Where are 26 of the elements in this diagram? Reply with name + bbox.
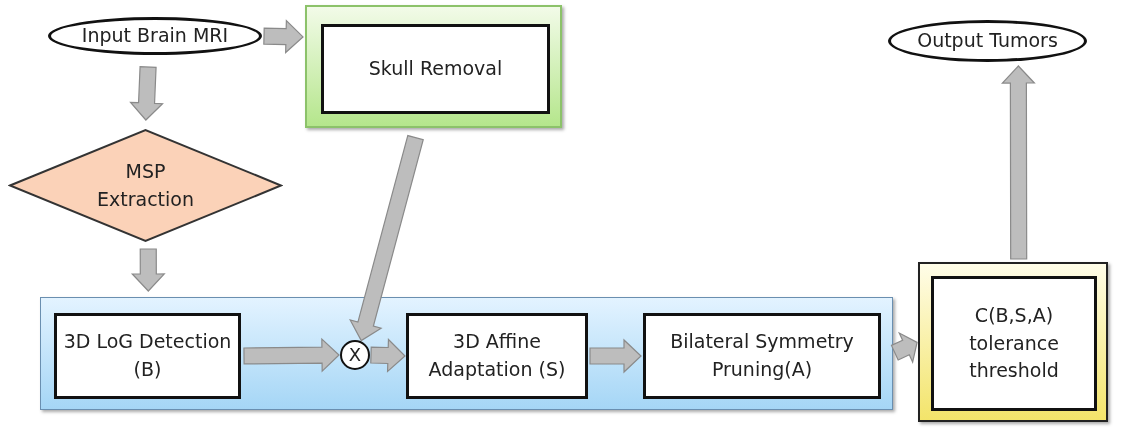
block-arrow bbox=[263, 19, 304, 54]
block-arrow bbox=[589, 338, 642, 374]
block-arrow bbox=[130, 248, 166, 292]
terminal-label: Input Brain MRI bbox=[81, 23, 229, 49]
multiply-node bbox=[340, 340, 370, 370]
block-arrow bbox=[349, 134, 424, 342]
process-panel bbox=[305, 5, 562, 128]
decision-label: MSP Extraction bbox=[96, 158, 195, 212]
process-label: 3D LoG Detection (B) bbox=[63, 329, 232, 382]
stage-band bbox=[40, 297, 893, 410]
block-arrow bbox=[129, 66, 164, 121]
block-arrow bbox=[370, 338, 406, 373]
decision-diamond bbox=[8, 128, 283, 243]
process-step bbox=[406, 313, 588, 399]
process-label: 3D Affine Adaptation (S) bbox=[427, 329, 567, 382]
process-label: Bilateral Symmetry Pruning(A) bbox=[669, 329, 855, 382]
step-label: Skull Removal bbox=[368, 56, 503, 82]
block-arrow bbox=[243, 337, 340, 373]
step-label: C(B,S,A) tolerance threshold bbox=[968, 303, 1060, 384]
process-step bbox=[54, 313, 241, 399]
terminal-label: Output Tumors bbox=[917, 28, 1058, 54]
block-arrow bbox=[890, 331, 918, 364]
threshold-panel bbox=[918, 262, 1108, 422]
process-step bbox=[643, 313, 881, 399]
block-arrow bbox=[1001, 65, 1036, 260]
operator-label: X bbox=[348, 342, 362, 367]
